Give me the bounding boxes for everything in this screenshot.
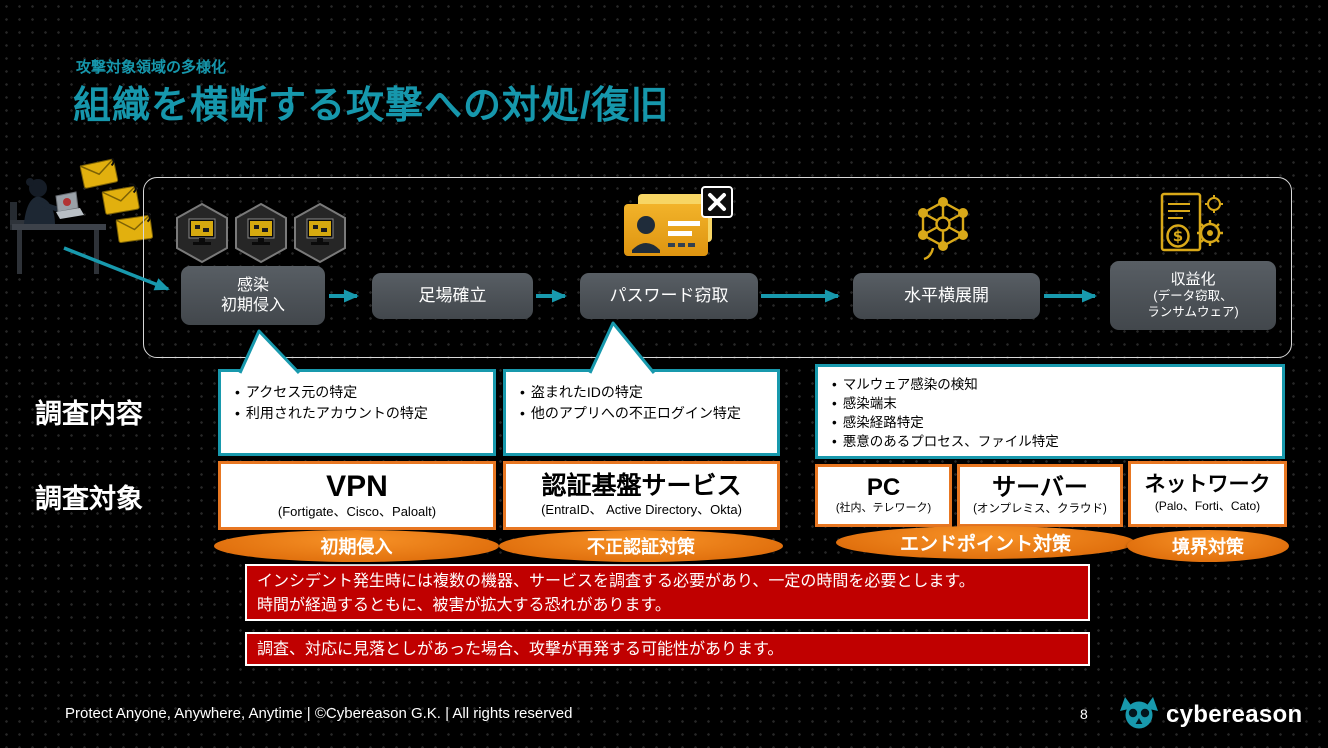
investigation-box-credential: 盗まれたIDの特定 他のアプリへの不正ログイン特定 bbox=[503, 369, 780, 456]
person-shoulders bbox=[632, 243, 660, 253]
capsule-auth-countermeasure: 不正認証対策 bbox=[499, 530, 783, 562]
stage-label: (データ窃取、 bbox=[1153, 289, 1233, 304]
banner-line: インシデント発生時には複数の機器、サービスを調査する必要があり、一定の時間を必要… bbox=[257, 573, 975, 590]
banner-line: 調査、対応に見落としがあった場合、攻撃が再発する可能性があります。 bbox=[257, 641, 784, 658]
credential-card-icon bbox=[624, 186, 733, 256]
stage-label: パスワード窃取 bbox=[609, 286, 729, 306]
slide-kicker: 攻撃対象領域の多様化 bbox=[76, 59, 227, 76]
bullet-item: マルウェア感染の検知 bbox=[832, 375, 1272, 394]
attacker-illustration bbox=[10, 158, 153, 274]
capsule-endpoint-countermeasure: エンドポイント対策 bbox=[836, 526, 1135, 559]
stage-label: 足場確立 bbox=[418, 286, 487, 306]
target-name: ネットワーク bbox=[1144, 473, 1271, 497]
desk-leg bbox=[94, 230, 99, 274]
warning-banner-recurrence: 調査、対応に見落としがあった場合、攻撃が再発する可能性があります。 bbox=[245, 632, 1090, 666]
stage-label: 感染 bbox=[236, 276, 269, 294]
cybereason-owl-logo-icon bbox=[1120, 697, 1158, 729]
bullet-item: 悪意のあるプロセス、ファイル特定 bbox=[832, 432, 1272, 451]
bullet-item: 利用されたアカウントの特定 bbox=[235, 403, 483, 424]
bullet-item: 他のアプリへの不正ログイン特定 bbox=[520, 403, 752, 424]
footer-copyright: Protect Anyone, Anywhere, Anytime | ©Cyb… bbox=[65, 705, 573, 722]
stage-label: 収益化 bbox=[1170, 270, 1216, 288]
banner-line: 時間が経過するともに、被害が拡大する恐れがあります。 bbox=[257, 597, 671, 614]
person-silhouette bbox=[637, 216, 655, 234]
stage-foothold: 足場確立 bbox=[372, 273, 533, 319]
target-name: VPN bbox=[326, 469, 388, 503]
bullet-item: 感染端末 bbox=[832, 394, 1272, 413]
infected-host-icon bbox=[176, 202, 228, 264]
attacker-hair bbox=[26, 178, 34, 186]
capsule-initial-intrusion: 初期侵入 bbox=[214, 530, 499, 562]
stage-label: 初期侵入 bbox=[220, 296, 285, 314]
lateral-movement-icon bbox=[918, 197, 968, 261]
phishing-email-icon bbox=[101, 183, 140, 215]
investigation-content-label: 調査内容 bbox=[35, 399, 143, 429]
card-line bbox=[668, 231, 692, 236]
infected-host-icons bbox=[176, 202, 346, 264]
close-icon bbox=[701, 186, 733, 218]
card-dash bbox=[678, 243, 685, 247]
stage-initial-intrusion: 感染 初期侵入 bbox=[181, 266, 325, 325]
target-box-identity: 認証基盤サービス (EntraID、 Active Directory、Okta… bbox=[503, 461, 780, 530]
card-dash bbox=[688, 243, 695, 247]
investigation-target-label: 調査対象 bbox=[35, 484, 143, 514]
target-detail: (Fortigate、Cisco、Paloalt) bbox=[277, 504, 437, 520]
stage-lateral-movement: 水平横展開 bbox=[853, 273, 1040, 319]
phishing-email-icon bbox=[79, 158, 119, 189]
target-box-network: ネットワーク (Palo、Forti、Cato) bbox=[1128, 461, 1287, 527]
target-name: 認証基盤サービス bbox=[541, 472, 742, 501]
desk-leg bbox=[17, 230, 22, 274]
card-dash bbox=[668, 243, 675, 247]
chair-seat bbox=[10, 220, 28, 225]
target-detail: (社内、テレワーク) bbox=[835, 502, 932, 515]
malware-mark bbox=[63, 198, 71, 206]
capsule-perimeter-countermeasure: 境界対策 bbox=[1127, 530, 1289, 562]
brand-wordmark: cybereason bbox=[1166, 701, 1303, 728]
target-detail: (オンプレミス、クラウド) bbox=[973, 502, 1107, 515]
desk bbox=[12, 224, 106, 230]
target-box-vpn: VPN (Fortigate、Cisco、Paloalt) bbox=[218, 461, 496, 530]
target-box-server: サーバー (オンプレミス、クラウド) bbox=[957, 464, 1123, 527]
investigation-box-initial: アクセス元の特定 利用されたアカウントの特定 bbox=[218, 369, 496, 456]
target-detail: (EntraID、 Active Directory、Okta) bbox=[541, 501, 742, 517]
bullet-item: アクセス元の特定 bbox=[235, 382, 483, 403]
card-line bbox=[668, 221, 700, 226]
target-name: PC bbox=[866, 474, 901, 502]
page-number: 8 bbox=[1080, 706, 1088, 722]
bullet-item: 感染経路特定 bbox=[832, 413, 1272, 432]
target-box-pc: PC (社内、テレワーク) bbox=[815, 464, 952, 527]
monetization-icon: $ bbox=[1160, 192, 1223, 252]
stage-label: 水平横展開 bbox=[904, 286, 989, 306]
investigation-box-endpoint: マルウェア感染の検知 感染端末 感染経路特定 悪意のあるプロセス、ファイル特定 bbox=[815, 364, 1285, 459]
svg-text:$: $ bbox=[1173, 227, 1183, 245]
stage-password-theft: パスワード窃取 bbox=[580, 273, 758, 319]
stage-monetization: 収益化 (データ窃取、 ランサムウェア) bbox=[1110, 261, 1276, 330]
target-detail: (Palo、Forti、Cato) bbox=[1154, 498, 1261, 513]
infected-host-icon bbox=[294, 202, 346, 264]
infected-host-icon bbox=[235, 202, 287, 264]
attacker-body bbox=[24, 196, 55, 224]
warning-banner-time: インシデント発生時には複数の機器、サービスを調査する必要があり、一定の時間を必要… bbox=[245, 564, 1090, 621]
chair bbox=[10, 202, 17, 230]
bullet-item: 盗まれたIDの特定 bbox=[520, 382, 767, 403]
target-name: サーバー bbox=[992, 473, 1088, 501]
stage-label: ランサムウェア) bbox=[1147, 304, 1239, 319]
attacker-arm bbox=[39, 201, 63, 213]
page-title: 組織を横断する攻撃への対処/復旧 bbox=[73, 85, 670, 127]
laptop-base bbox=[56, 208, 84, 219]
